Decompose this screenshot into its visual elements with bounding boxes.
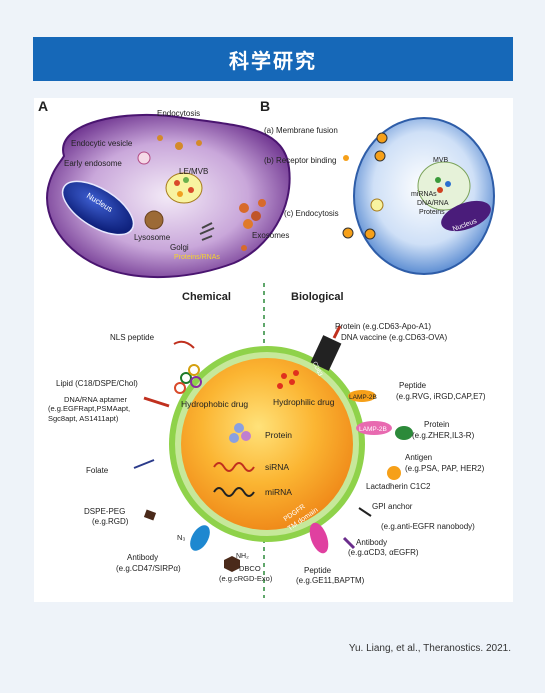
label-aptamer-2: (e.g.EGFRapt,PSMAapt,: [48, 404, 130, 413]
label-le-mvb: LE/MVB: [179, 167, 208, 176]
label-hydrophobic: Hydrophobic drug: [181, 399, 248, 409]
label-protein-inner: Protein: [265, 430, 292, 440]
label-antibody-r-1: Antibody: [356, 538, 387, 547]
label-aptamer-1: DNA/RNA aptamer: [64, 395, 127, 404]
label-antibody-l-2: (e.g.CD47/SIRPα): [116, 564, 181, 573]
lysosome: [144, 210, 164, 230]
panel-b-letter: B: [260, 98, 270, 114]
label-peptide-1: Peptide: [399, 381, 427, 390]
label-lamp2b-2: LAMP-2B: [359, 426, 387, 433]
label-antigen-2: (e.g.PSA, PAP, HER2): [405, 464, 485, 473]
label-dbco-2: (e.g.cRGD-Exo): [219, 574, 273, 583]
label-lysosome: Lysosome: [134, 233, 171, 242]
label-hydrophilic: Hydrophilic drug: [273, 397, 335, 407]
panel-c: Chemical Biological Hydrophobic drug Hyd…: [48, 283, 486, 598]
label-mirna: miRNA: [265, 487, 292, 497]
label-endocytosis-b: (c) Endocytosis: [284, 209, 339, 218]
citation: Yu. Liang, et al., Theranostics. 2021.: [348, 643, 511, 654]
label-early-endosome: Early endosome: [64, 159, 122, 168]
heading-biological: Biological: [291, 291, 344, 303]
label-membrane-fusion: (a) Membrane fusion: [264, 126, 338, 135]
label-protein-r-2: (e.g.ZHER,IL3-R): [412, 431, 475, 440]
banner-title: 科学研究: [33, 37, 513, 81]
mvb-b: [417, 161, 471, 211]
label-dna-vaccine: DNA vaccine (e.g.CD63-OVA): [341, 333, 447, 342]
exosome-core: [181, 358, 353, 530]
nucleus-b: [441, 200, 491, 232]
heading-chemical: Chemical: [182, 291, 231, 303]
mvb-a: [165, 172, 203, 204]
figure: A Nucleus Endocytosis Endocytic vesicle …: [34, 98, 513, 602]
label-mirnas: miRNAs: [411, 191, 437, 198]
label-gpi: GPI anchor: [372, 502, 413, 511]
label-proteins-b: Proteins: [419, 209, 445, 216]
label-aptamer-3: Sgc8apt, AS1411apt): [48, 414, 119, 423]
panel-a: A Nucleus Endocytosis Endocytic vesicle …: [38, 98, 291, 279]
label-golgi: Golgi: [170, 243, 189, 252]
label-sirna: siRNA: [265, 462, 289, 472]
label-nh2: NH₂: [236, 553, 249, 560]
panel-a-letter: A: [38, 98, 48, 114]
label-dna-rna: DNA/RNA: [417, 200, 449, 207]
label-dspe-peg-2: (e.g.RGD): [92, 517, 129, 526]
label-mvb-b: MVB: [433, 157, 449, 164]
golgi-a: [199, 222, 215, 241]
label-antibody-l-1: Antibody: [127, 553, 158, 562]
label-nls: NLS peptide: [110, 333, 155, 342]
label-antigen-1: Antigen: [405, 453, 432, 462]
label-lipid: Lipid (C18/DSPE/Chol): [56, 379, 138, 388]
label-dspe-peg-1: DSPE-PEG: [84, 507, 125, 516]
label-folate: Folate: [86, 466, 109, 475]
label-nanobody: (e.g.anti-EGFR nanobody): [381, 522, 475, 531]
panel-b: B Nucleus (a) Membrane fusion (b) Recept…: [260, 98, 495, 275]
label-dbco-1: DBCO: [239, 564, 261, 573]
label-endocytosis-a: Endocytosis: [157, 109, 200, 118]
label-endocytic-vesicle: Endocytic vesicle: [71, 139, 133, 148]
label-n3: N₃: [177, 533, 185, 542]
nucleus-a: [61, 180, 135, 236]
label-lactadherin: Lactadherin C1C2: [366, 482, 431, 491]
label-peptide-2: (e.g.RVG, iRGD,CAP,E7): [396, 392, 486, 401]
label-receptor-binding: (b) Receptor binding: [264, 156, 336, 165]
label-exosomes: Exosomes: [252, 231, 289, 240]
label-peptide-r-1: Peptide: [304, 566, 332, 575]
label-protein-r-1: Protein: [424, 420, 449, 429]
label-proteins-rnas: Proteins/RNAs: [174, 254, 220, 261]
figure-svg: A Nucleus Endocytosis Endocytic vesicle …: [38, 98, 495, 598]
label-lamp2b-1: LAMP-2B: [349, 394, 377, 401]
label-protein-cd63: Protein (e.g.CD63-Apo-A1): [335, 322, 431, 331]
label-antibody-r-2: (e.g.αCD3, αEGFR): [348, 548, 419, 557]
label-peptide-r-2: (e.g.GE11,BAPTM): [296, 576, 365, 585]
